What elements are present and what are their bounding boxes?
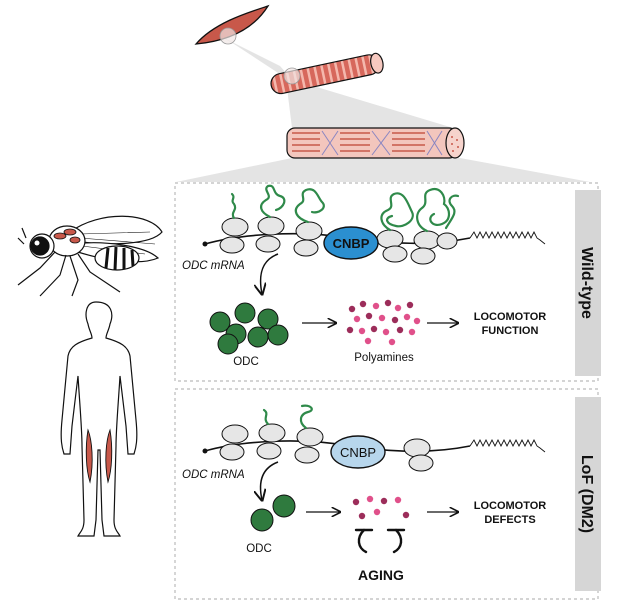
wt-mrna-group: CNBP ODC mRNA xyxy=(182,184,546,272)
lof-outcome-line1: LOCOMOTOR xyxy=(474,500,547,512)
leg-muscle-right xyxy=(105,428,113,484)
wild-type-tab xyxy=(575,190,601,376)
myofibril-icon xyxy=(270,52,384,95)
lof-cnbp-label: CNBP xyxy=(340,445,376,460)
lof-side-label: LoF (DM2) xyxy=(578,455,595,533)
wt-outcome-line1: LOCOMOTOR xyxy=(474,311,547,323)
panel-lof: LoF (DM2) xyxy=(174,388,601,600)
lof-polya-tail xyxy=(469,438,546,453)
human-silhouette xyxy=(60,301,138,537)
wt-polyamines-label: Polyamines xyxy=(354,352,414,364)
wt-translation-arrow xyxy=(261,253,279,294)
lof-aging-label: AGING xyxy=(358,567,404,583)
lof-tab xyxy=(575,397,601,591)
wt-odc-label: ODC xyxy=(233,356,259,368)
wild-type-side-label: Wild-type xyxy=(578,247,595,319)
muscle-zoom-series xyxy=(176,4,590,182)
lof-cnbp-protein xyxy=(330,435,386,469)
lof-peptide-chains xyxy=(262,404,313,430)
lof-odc-label: ODC xyxy=(246,543,272,555)
wt-polya-tail xyxy=(469,230,546,245)
wt-odc-cluster xyxy=(209,302,289,355)
wt-outcome-line2: FUNCTION xyxy=(482,325,539,337)
sarcomere-icon xyxy=(286,127,465,159)
lof-ribosomes xyxy=(219,423,434,472)
wt-cnbp-protein xyxy=(323,226,379,260)
lof-polyamine-dots xyxy=(352,495,410,520)
wt-mrna-label: ODC mRNA xyxy=(182,260,245,272)
panel-wild-type: Wild-type xyxy=(174,182,601,382)
lof-mrna-group: CNBP ODC mRNA xyxy=(182,404,546,481)
lof-translation-arrow xyxy=(261,461,279,500)
wt-peptide-chains xyxy=(230,184,460,233)
zoom-cone-2 xyxy=(285,72,460,130)
lof-mrna-label: ODC mRNA xyxy=(182,469,245,481)
lof-odc-cluster xyxy=(250,494,296,532)
wt-polyamine-dots xyxy=(346,299,421,346)
aging-inhibition-marks xyxy=(354,528,406,554)
zoom-cone-3 xyxy=(176,158,590,182)
wt-cnbp-label: CNBP xyxy=(333,236,370,251)
wt-ribosomes xyxy=(219,216,458,265)
leg-muscle-left xyxy=(85,428,93,484)
fly-illustration xyxy=(17,215,163,297)
lof-outcome-line2: DEFECTS xyxy=(484,514,535,526)
